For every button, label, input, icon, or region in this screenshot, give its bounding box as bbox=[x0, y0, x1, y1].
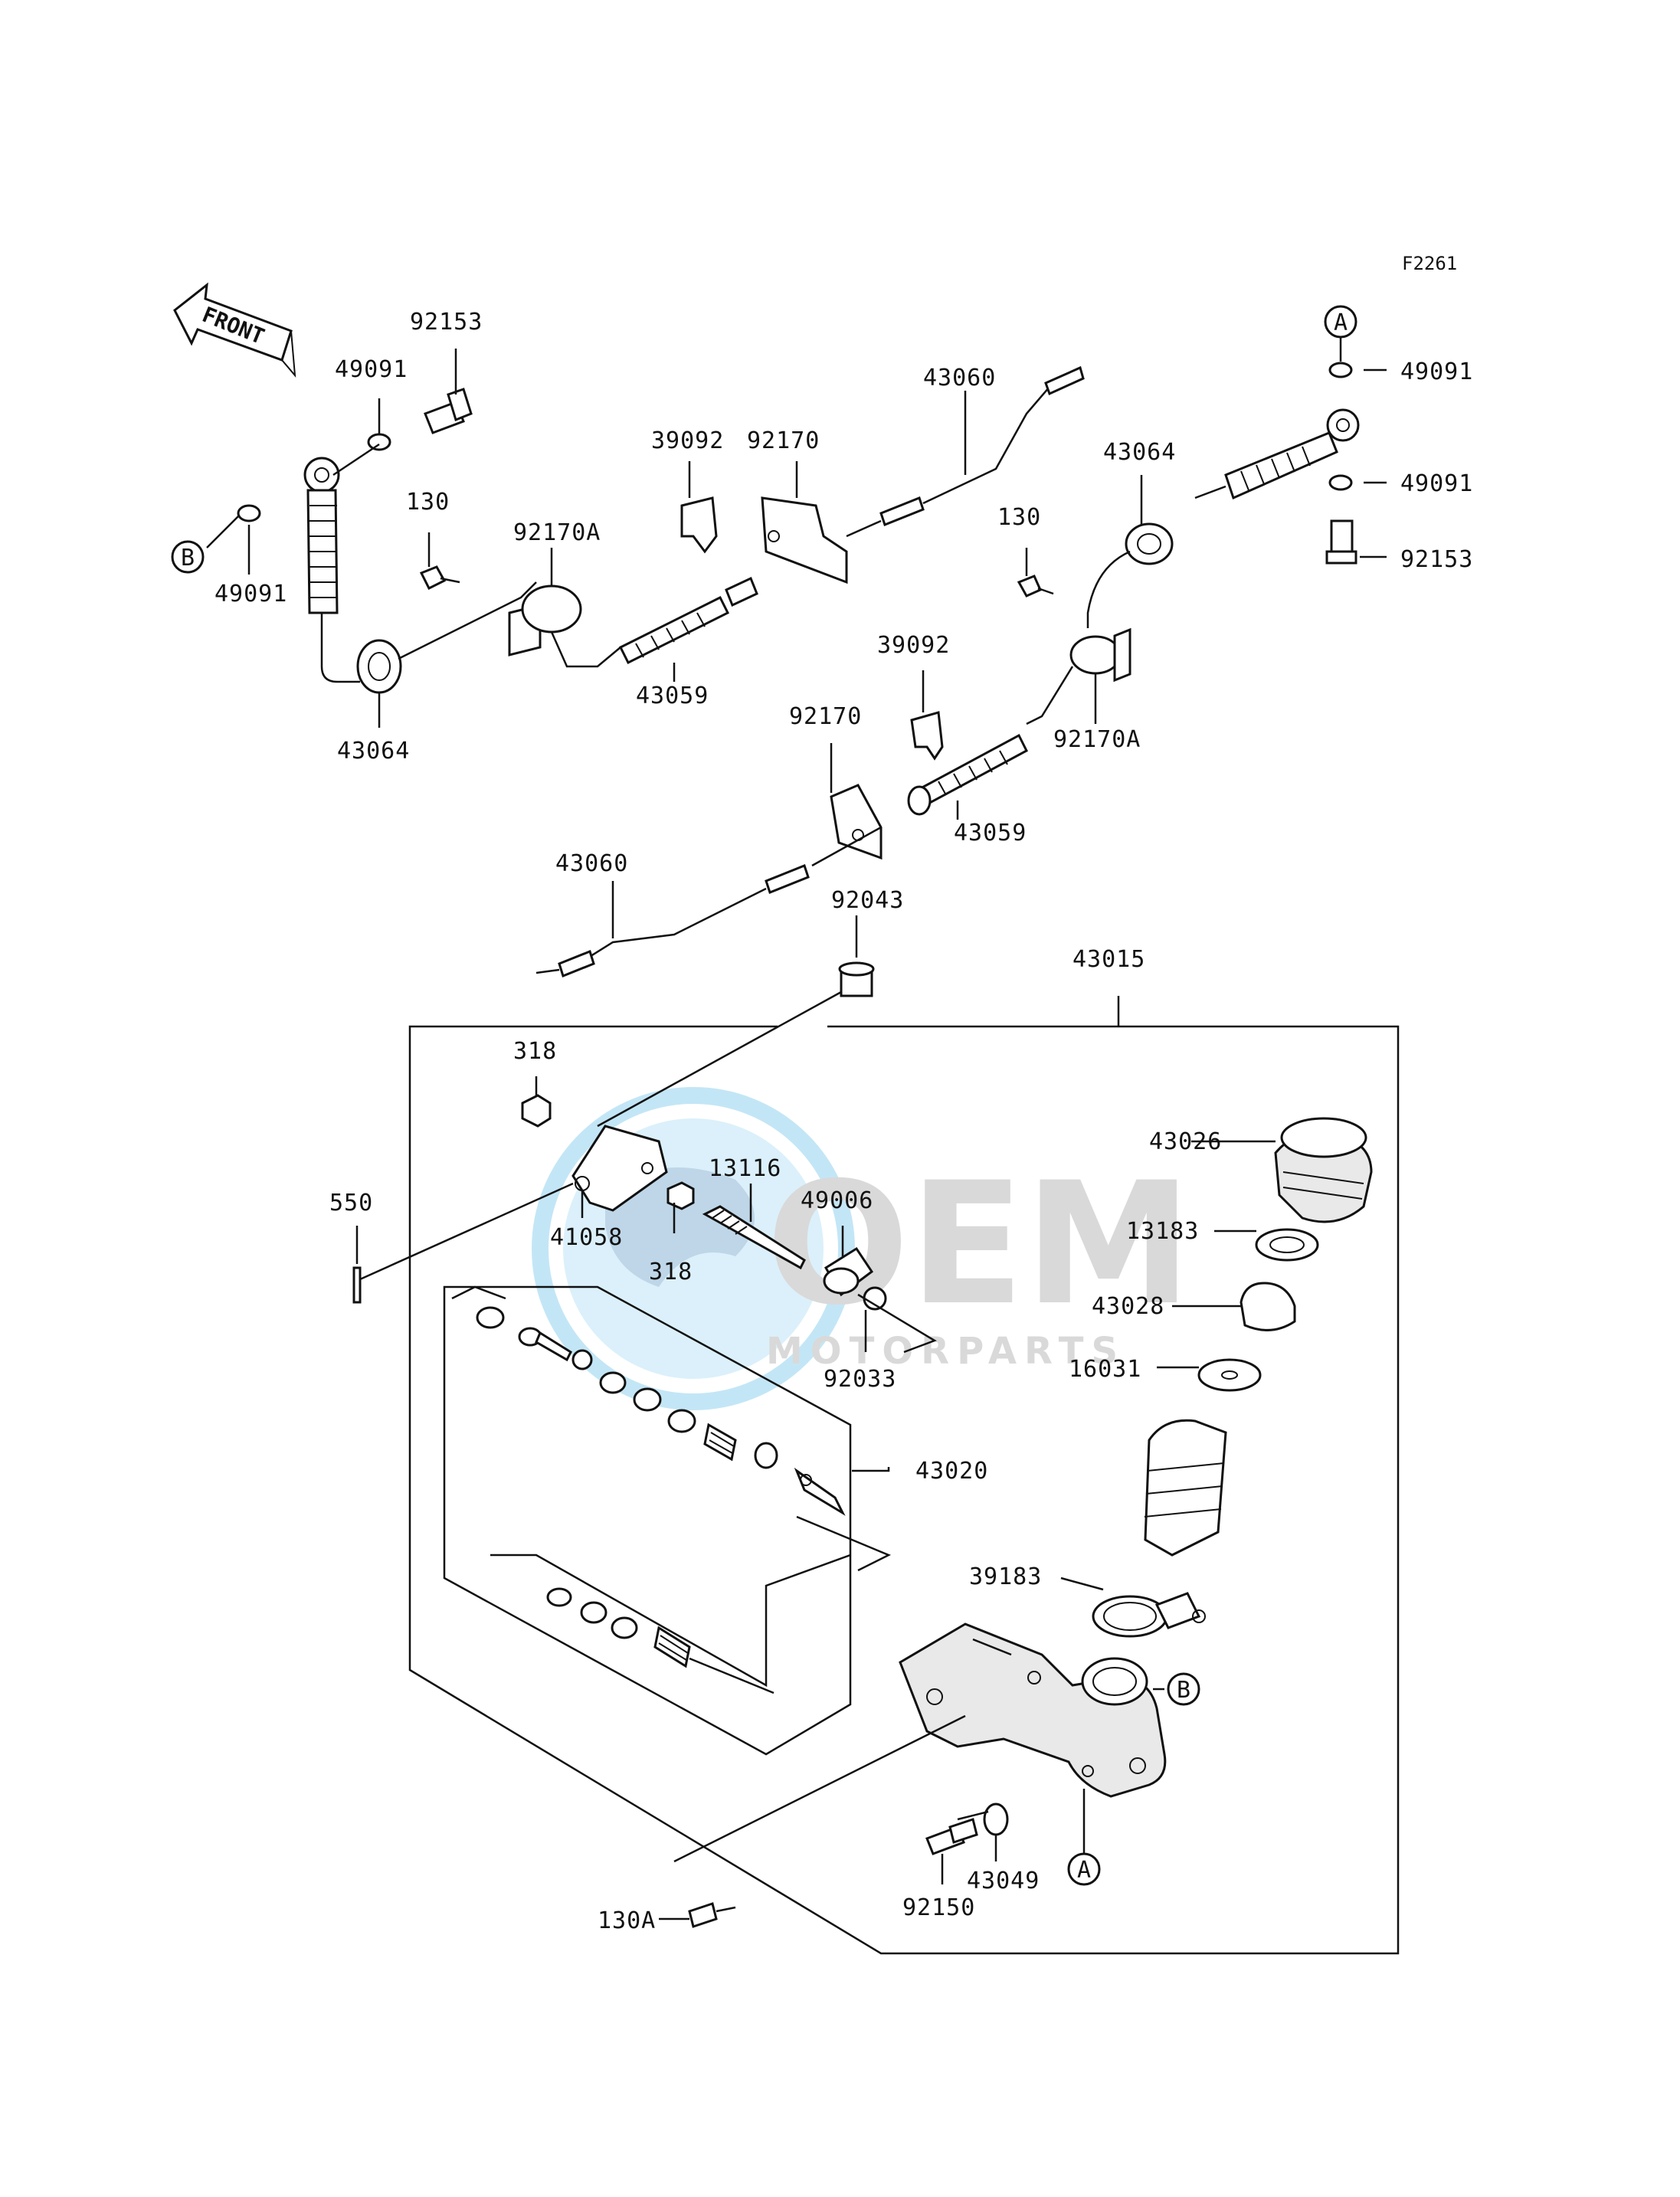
label-92043: 92043 bbox=[831, 887, 904, 914]
label-43060-mid: 43060 bbox=[555, 850, 628, 877]
label-41058: 41058 bbox=[550, 1224, 623, 1251]
label-43064-left: 43064 bbox=[337, 738, 410, 765]
label-43049: 43049 bbox=[967, 1868, 1040, 1894]
label-43064-right: 43064 bbox=[1103, 439, 1176, 466]
label-92170-top: 92170 bbox=[747, 427, 820, 454]
right-cable-assembly bbox=[535, 362, 1360, 977]
marker-b-right: B bbox=[1167, 1672, 1200, 1706]
label-39092-mid: 39092 bbox=[877, 632, 950, 659]
label-92170a-right: 92170A bbox=[1053, 726, 1141, 753]
label-49091-right-mid: 49091 bbox=[1400, 470, 1473, 497]
svg-text:B: B bbox=[1177, 1677, 1191, 1704]
label-43026: 43026 bbox=[1149, 1128, 1222, 1155]
label-49006: 49006 bbox=[801, 1187, 873, 1214]
label-43060-top: 43060 bbox=[923, 365, 996, 391]
label-16031: 16031 bbox=[1069, 1356, 1141, 1383]
label-92033: 92033 bbox=[824, 1366, 896, 1393]
svg-text:A: A bbox=[1334, 309, 1348, 336]
label-130-right: 130 bbox=[997, 504, 1041, 531]
marker-a-top: A bbox=[1324, 305, 1357, 339]
spring-kit-parts bbox=[546, 1587, 775, 1694]
label-92170a-left: 92170A bbox=[513, 519, 601, 546]
label-13116: 13116 bbox=[709, 1155, 781, 1182]
marker-b-left: B bbox=[171, 540, 205, 574]
label-130a: 130A bbox=[598, 1907, 656, 1934]
part-labels: 92153 49091 49091 130 92170A 43064 43059… bbox=[215, 309, 1473, 1934]
label-39183: 39183 bbox=[969, 1563, 1042, 1590]
label-318-top: 318 bbox=[513, 1038, 557, 1065]
label-43059-top: 43059 bbox=[636, 683, 709, 709]
label-49091-left: 49091 bbox=[215, 581, 287, 607]
diagram-code: F2261 bbox=[1402, 253, 1457, 274]
label-43059-mid: 43059 bbox=[954, 820, 1027, 846]
label-550: 550 bbox=[329, 1190, 373, 1216]
label-92170-mid: 92170 bbox=[789, 703, 862, 730]
watermark-globe bbox=[532, 1087, 855, 1410]
marker-a-bottom: A bbox=[1067, 1852, 1101, 1886]
front-arrow-icon: FRONT bbox=[173, 282, 296, 378]
label-318-bottom: 318 bbox=[649, 1259, 693, 1285]
label-130-left: 130 bbox=[406, 489, 450, 516]
piston-kit-parts bbox=[476, 1306, 846, 1516]
label-43020: 43020 bbox=[915, 1458, 988, 1485]
label-39092-top: 39092 bbox=[651, 427, 724, 454]
label-92153-right: 92153 bbox=[1400, 546, 1473, 573]
master-cylinder-body bbox=[899, 1622, 1167, 1798]
label-43028: 43028 bbox=[1092, 1293, 1164, 1320]
label-49091-right-top: 49091 bbox=[1400, 359, 1473, 385]
label-13183: 13183 bbox=[1126, 1218, 1199, 1245]
reservoir-parts bbox=[1092, 1117, 1373, 1638]
label-43015: 43015 bbox=[1073, 946, 1145, 973]
leader-lines bbox=[206, 337, 1387, 1920]
watermark-sub: MOTORPARTS bbox=[766, 1330, 1125, 1373]
master-cylinder-assembly bbox=[352, 961, 1400, 1955]
left-cable-assembly bbox=[237, 365, 1085, 694]
label-92153-top-left: 92153 bbox=[410, 309, 483, 336]
label-92150: 92150 bbox=[902, 1894, 975, 1921]
svg-text:A: A bbox=[1077, 1857, 1092, 1884]
watermark-brand: OEM bbox=[766, 1146, 1192, 1342]
label-49091-top-left: 49091 bbox=[335, 356, 408, 383]
svg-text:B: B bbox=[181, 545, 195, 571]
